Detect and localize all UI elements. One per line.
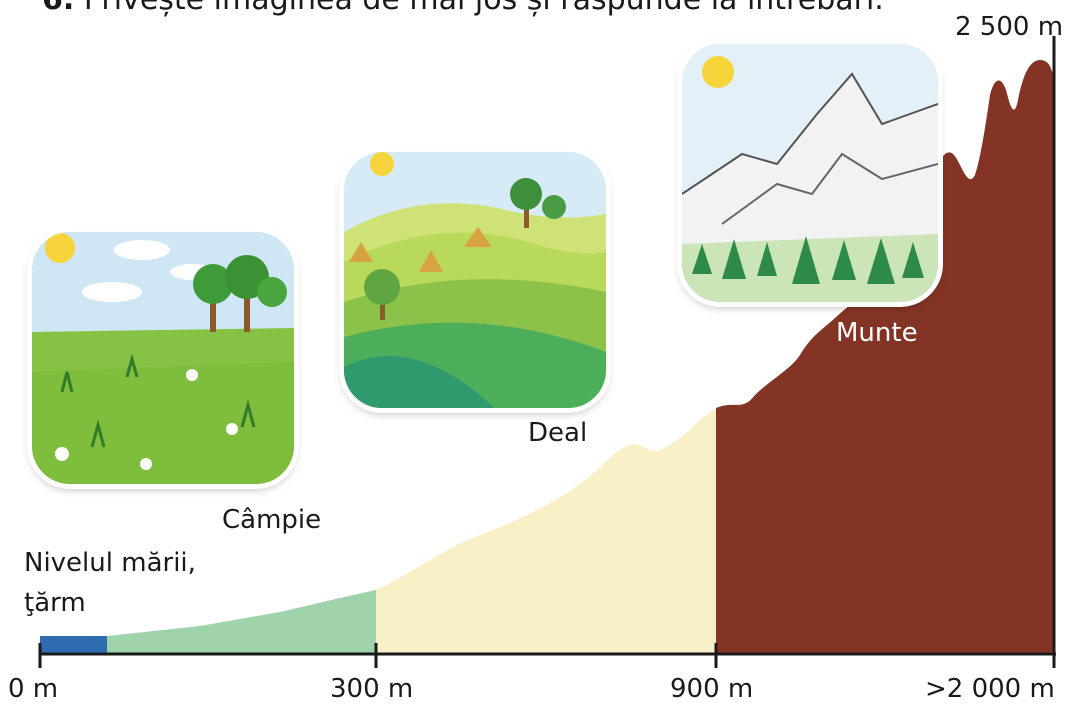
plain-picture — [32, 232, 294, 484]
mountain-illustration — [682, 44, 938, 302]
sea-level-segment — [40, 636, 107, 654]
sun-icon — [702, 56, 734, 88]
mountain-picture — [682, 44, 938, 302]
hill-region — [376, 408, 716, 654]
hill-picture — [344, 152, 606, 408]
peak-label: 2 500 m — [955, 12, 1064, 42]
label-campie: Câmpie — [222, 505, 322, 535]
tick-label-300: 300 m — [330, 674, 414, 704]
tick-label-0: 0 m — [8, 674, 59, 704]
label-munte: Munte — [836, 318, 918, 348]
exercise-number: 6. — [42, 0, 74, 17]
label-deal: Deal — [528, 418, 588, 448]
tick-label-900: 900 m — [670, 674, 754, 704]
sea-level-label-line1: Nivelul mării, — [24, 548, 196, 578]
mountain-region — [716, 60, 1054, 654]
sun-icon — [45, 233, 75, 263]
plain-illustration — [32, 232, 294, 484]
sea-level-label-line2: ţărm — [24, 588, 86, 618]
plain-region — [107, 590, 376, 654]
sun-icon — [370, 152, 394, 176]
exercise-title: 6. Privește imaginea de mai jos și răspu… — [42, 0, 884, 17]
exercise-instruction: Privește imaginea de mai jos și răspunde… — [84, 0, 884, 17]
tick-label-2000: >2 000 m — [925, 674, 1055, 704]
hill-illustration — [344, 152, 606, 408]
